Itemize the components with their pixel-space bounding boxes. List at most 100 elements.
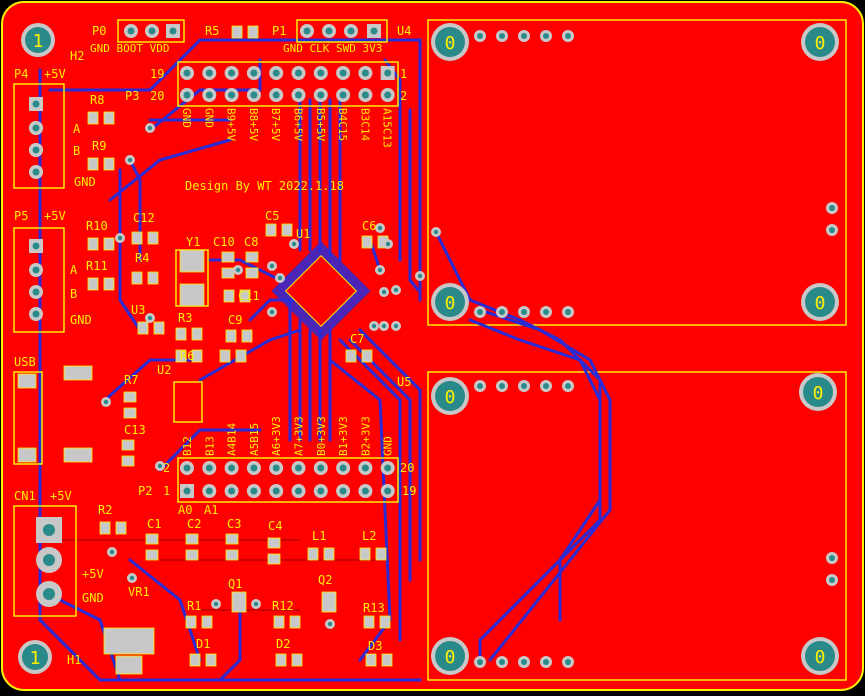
header-pin	[224, 484, 239, 498]
module-hole: 0	[431, 377, 469, 415]
smd-pad	[179, 249, 205, 273]
header-pin	[29, 121, 43, 135]
label-p5: P5	[14, 209, 28, 223]
via	[251, 599, 261, 609]
label-c3: C3	[227, 517, 241, 531]
module-pin	[562, 30, 574, 42]
smd-pad	[201, 615, 213, 629]
p2-signal-label: B13	[203, 436, 216, 456]
header-pin	[313, 66, 328, 80]
label-c9: C9	[228, 313, 242, 327]
module-pin	[518, 656, 530, 668]
smd-pad	[361, 235, 373, 249]
label-c4: C4	[268, 519, 282, 533]
smd-pad	[131, 231, 143, 245]
smd-pad	[121, 439, 135, 451]
module-pin	[518, 380, 530, 392]
module-hole-label: 0	[445, 293, 456, 314]
via	[145, 313, 155, 323]
smd-pad	[291, 653, 303, 667]
smd-pad	[63, 447, 93, 463]
header-pin	[29, 285, 43, 299]
via	[391, 285, 401, 295]
module-pin	[496, 656, 508, 668]
header-pin	[246, 88, 261, 102]
smd-pad	[375, 547, 387, 561]
smd-pad	[145, 533, 159, 545]
label-l1: L1	[312, 529, 326, 543]
smd-pad	[265, 223, 277, 237]
smd-pad	[87, 237, 99, 251]
connector-p4-outline	[13, 83, 65, 189]
header-pin	[344, 24, 358, 38]
via	[267, 261, 277, 271]
header-pin	[336, 88, 351, 102]
smd-pad	[103, 237, 115, 251]
module-pin	[562, 306, 574, 318]
smd-pad	[323, 547, 335, 561]
mount-hole-h2: 1	[21, 23, 55, 57]
via	[375, 223, 385, 233]
module-pin	[562, 380, 574, 392]
module-hole-label: 0	[813, 383, 824, 404]
header-pin	[29, 239, 43, 253]
p3-signal-label: A15C13	[381, 108, 394, 148]
header-pin	[29, 143, 43, 157]
module-hole: 0	[431, 283, 469, 321]
module-pin	[518, 306, 530, 318]
label-a0: A0	[178, 503, 192, 517]
header-pin	[336, 484, 351, 498]
p3-signal-label: GND	[180, 108, 193, 128]
label-c7: C7	[350, 332, 364, 346]
p2-signal-label: GND	[382, 436, 395, 456]
header-pin	[180, 461, 194, 475]
module-pin	[496, 30, 508, 42]
label-h2: H2	[70, 49, 84, 63]
silkscreen: Design By WT 2022.1.18 P0 GND BOOT VDD R…	[14, 24, 416, 667]
label-q1: Q1	[228, 577, 242, 591]
label-c1: C1	[147, 517, 161, 531]
module-pin	[474, 656, 486, 668]
header-pin	[291, 88, 306, 102]
header-pin	[380, 461, 395, 475]
smd-pads	[17, 25, 393, 675]
label-p3-2: 2	[400, 89, 407, 103]
label-r5: R5	[205, 24, 219, 38]
smd-pad	[147, 271, 159, 285]
smd-pad	[185, 533, 199, 545]
label-p4-5v: +5V	[44, 67, 66, 81]
header-pin	[336, 461, 351, 475]
smd-pad	[361, 349, 373, 363]
module-pin	[540, 656, 552, 668]
header-pin	[246, 484, 261, 498]
label-r8: R8	[90, 93, 104, 107]
module-pin	[562, 656, 574, 668]
header-pin	[246, 461, 261, 475]
label-r4: R4	[135, 251, 149, 265]
via	[107, 547, 117, 557]
header-pin	[166, 24, 180, 38]
header-pin	[269, 66, 284, 80]
smd-pad	[99, 521, 111, 535]
label-r3: R3	[178, 311, 192, 325]
via	[155, 461, 165, 471]
label-r6: R6	[180, 349, 194, 363]
header-pin	[202, 461, 217, 475]
ic-u2	[173, 381, 203, 423]
header-pin	[367, 24, 381, 38]
label-cn1: CN1	[14, 489, 36, 503]
p2-signal-label: A5B15	[248, 423, 261, 456]
cn1-pin	[36, 581, 62, 607]
label-q2: Q2	[318, 573, 332, 587]
smd-pad	[17, 373, 37, 389]
smd-pad	[145, 549, 159, 561]
header-pin	[202, 484, 217, 498]
header-pin	[358, 88, 373, 102]
label-p4: P4	[14, 67, 28, 81]
p2-signal-label: B2+3V3	[359, 416, 372, 456]
smd-pad	[147, 231, 159, 245]
label-gnd-2: GND	[70, 313, 92, 327]
header-pin	[180, 484, 194, 498]
